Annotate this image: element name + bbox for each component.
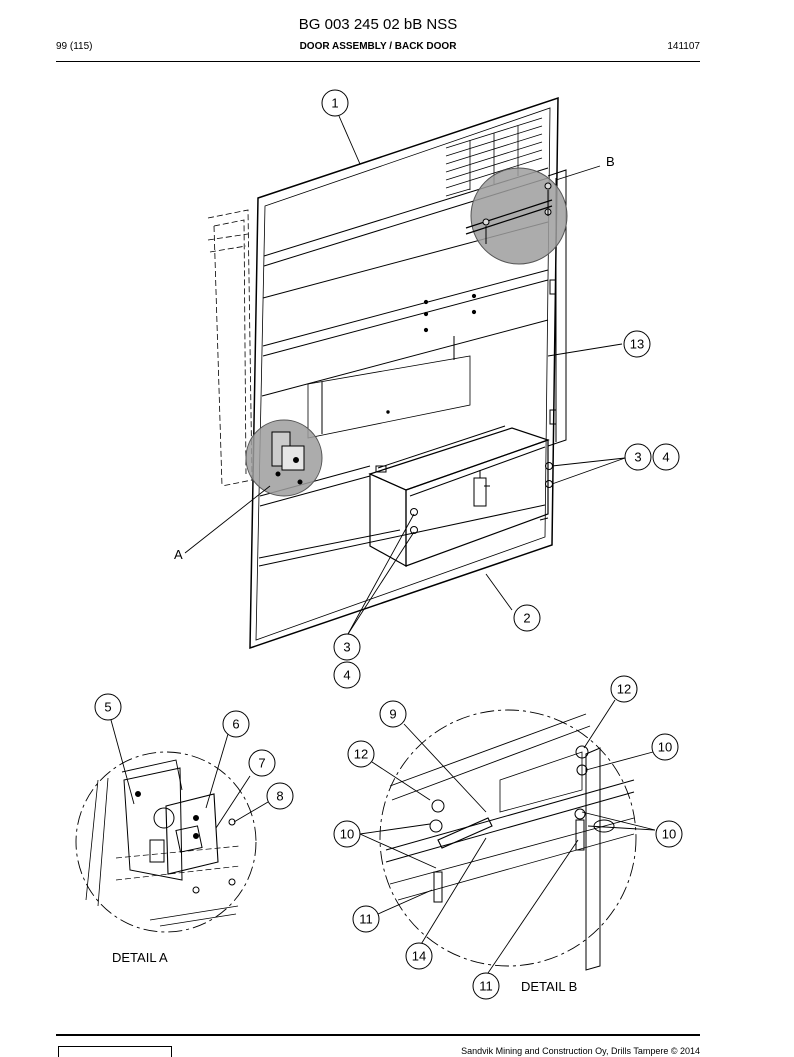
- section-title: DOOR ASSEMBLY / BACK DOOR: [299, 41, 457, 52]
- date-code: 141107: [667, 41, 700, 52]
- svg-text:5: 5: [104, 700, 111, 715]
- callout-2: 2: [513, 604, 541, 632]
- svg-text:7: 7: [258, 756, 265, 771]
- callout-9: 9: [379, 700, 407, 728]
- callout-6: 6: [222, 710, 250, 738]
- callout-11-left: 11: [352, 905, 380, 933]
- callout-12-right: 12: [610, 675, 638, 703]
- vent-louvres: [445, 117, 543, 197]
- page-number: 99 (115): [56, 41, 93, 52]
- svg-text:3: 3: [343, 640, 350, 655]
- callout-4-right: 4: [652, 443, 680, 471]
- callout-4-bottom: 4: [333, 661, 361, 689]
- callout-10-right: 10: [655, 820, 683, 848]
- footer-rule: [56, 1034, 700, 1036]
- callout-11-bottom: 11: [472, 972, 500, 1000]
- header-row: 99 (115) DOOR ASSEMBLY / BACK DOOR 14110…: [56, 41, 700, 55]
- svg-text:2: 2: [523, 611, 530, 626]
- svg-text:6: 6: [232, 717, 239, 732]
- svg-text:1: 1: [331, 96, 338, 111]
- svg-text:4: 4: [662, 450, 669, 465]
- document-id: BG 003 245 02 bB NSS: [298, 16, 458, 33]
- svg-text:10: 10: [658, 740, 672, 755]
- callout-3-bottom: 3: [333, 633, 361, 661]
- callout-14: 14: [405, 942, 433, 970]
- svg-text:12: 12: [354, 747, 368, 762]
- callout-5: 5: [94, 693, 122, 721]
- callout-7: 7: [248, 749, 276, 777]
- svg-text:11: 11: [479, 979, 493, 994]
- svg-text:8: 8: [276, 789, 283, 804]
- phantom-outline: [207, 209, 253, 487]
- detail-b-label: DETAIL B: [521, 979, 577, 994]
- svg-text:4: 4: [343, 668, 350, 683]
- callout-1: 1: [321, 89, 349, 117]
- detail-a-label: DETAIL A: [112, 950, 168, 965]
- header-rule: [56, 61, 700, 62]
- svg-text:10: 10: [340, 827, 354, 842]
- detail-a-view: [75, 719, 269, 933]
- detail-ref-a: A: [174, 547, 183, 562]
- svg-text:11: 11: [359, 912, 373, 927]
- detail-b-view: [359, 699, 656, 977]
- callout-12-left: 12: [347, 740, 375, 768]
- company-logo: [58, 1046, 172, 1057]
- svg-text:12: 12: [617, 682, 631, 697]
- svg-text:13: 13: [630, 337, 644, 352]
- detail-b-highlight: [465, 167, 568, 265]
- svg-text:3: 3: [634, 450, 641, 465]
- callout-10-right-top: 10: [651, 733, 679, 761]
- footer-copyright: Sandvik Mining and Construction Oy, Dril…: [461, 1046, 700, 1056]
- svg-text:14: 14: [412, 949, 426, 964]
- callout-8: 8: [266, 782, 294, 810]
- callout-3-right: 3: [624, 443, 652, 471]
- callout-13: 13: [623, 330, 651, 358]
- callout-10-left: 10: [333, 820, 361, 848]
- detail-ref-b: B: [606, 154, 615, 169]
- tool-box: [368, 425, 553, 568]
- leader-lines-main: [184, 115, 626, 635]
- svg-text:9: 9: [389, 707, 396, 722]
- svg-text:10: 10: [662, 827, 676, 842]
- detail-a-highlight: [245, 419, 323, 497]
